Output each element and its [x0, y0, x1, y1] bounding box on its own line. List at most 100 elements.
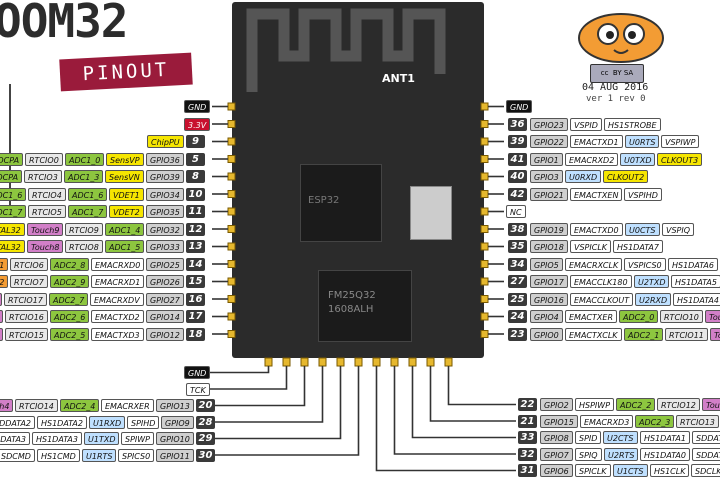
pin-function-label: U2RXD [635, 292, 672, 306]
pin-function-label: SPICS0 [118, 448, 155, 462]
pin-function-label: HS1DATA4 [673, 292, 720, 306]
pin-function-label: HS1DATA5 [671, 275, 720, 288]
pin-lead-line [447, 366, 516, 406]
pin-number: 33 [518, 431, 537, 444]
pin-number: 25 [508, 292, 527, 306]
pin-function-label: RTCIO5 [28, 205, 66, 218]
pin-function-label: VSPICLK [570, 240, 612, 253]
pin-function-label: ADC1_5 [105, 240, 145, 253]
pin-function-label: GPIO35 [146, 205, 184, 218]
pin-function-label: ADC1_7 [0, 205, 27, 218]
pin-function-label: ADC2_1 [624, 327, 664, 341]
pin-function-label: ADC1_3 [64, 170, 104, 183]
release-date: 04 AUG 2016 [582, 82, 649, 93]
pin-function-label: SPIQ [575, 447, 602, 461]
pin-function-label: EMACRXDV [90, 292, 144, 306]
pin-function-label: ADC2_5 [50, 327, 90, 341]
pin-number: 23 [508, 327, 527, 341]
pin-function-label: RTCIO16 [5, 310, 48, 323]
pin-function-label: RTCIO7 [10, 275, 48, 288]
pin-function-label: SPIHD [127, 415, 160, 429]
pin-function-label: ADCPA [0, 170, 23, 183]
pin-function-label: DAC_1 [0, 257, 9, 271]
pin-number: 18 [186, 327, 205, 341]
pin-lead-line [210, 366, 288, 390]
pin-function-label: GPIO32 [146, 222, 184, 236]
pin-function-label: RTCIO4 [28, 187, 66, 201]
pin-number: 38 [508, 222, 527, 236]
pin-number: 14 [186, 257, 205, 271]
pin-number: 32 [518, 447, 537, 461]
mascot-logo-icon [578, 13, 664, 63]
pin-function-label: RTCIO13 [676, 414, 719, 428]
pin-function-label: U0RTS [625, 135, 660, 148]
pin-function-label: SDDATA3 [0, 432, 31, 445]
pin-function-label: U0RXD [565, 170, 602, 183]
pin-number: 20 [196, 399, 215, 412]
pin-function-label: ADC2_2 [616, 398, 656, 411]
pin-function-label: U0TXD [620, 152, 656, 166]
pin-function-label: HS1DATA6 [668, 257, 718, 271]
pin-lead-line [213, 366, 360, 456]
pin-number: 39 [508, 135, 527, 148]
pin-function-label: SensVP [106, 152, 144, 166]
pin-lead-line [210, 366, 270, 374]
pin-function-label: EMACTXD1 [570, 135, 623, 148]
pin-number: 29 [196, 432, 215, 445]
pin-function-label: GPIO3 [530, 170, 563, 183]
pin-function-label: GPIO7 [540, 447, 573, 461]
pin-function-label: RTCIO12 [657, 398, 700, 411]
pin-lead-line [375, 366, 516, 472]
pin-number: 42 [508, 187, 527, 201]
pin-function-label: XTAL32 [0, 222, 25, 236]
pin-lead-line [429, 366, 516, 422]
pin-number: 31 [518, 464, 537, 477]
pin-lead-line [213, 366, 324, 423]
chip-label: ESP32 [308, 195, 340, 206]
pin-function-label: GPIO1 [530, 152, 563, 166]
pin-function-label: Touch4 [0, 399, 14, 412]
license-badge: cc BY SA [590, 64, 644, 83]
antenna-trace-icon [246, 8, 446, 92]
pin-function-label: GPIO33 [146, 240, 184, 253]
pin-lead-line [393, 366, 516, 455]
pin-number: 36 [508, 117, 527, 131]
pin-function-label: VSPIWP [661, 135, 700, 148]
pin-function-label: RTCIO0 [25, 152, 63, 166]
version-text: ver 1 rev 0 [586, 94, 646, 104]
pin-function-label: EMACRXD3 [580, 414, 634, 428]
pin-number: 41 [508, 152, 527, 166]
pin-function-label: GPIO15 [540, 414, 578, 428]
pin-function-label: GPIO11 [156, 448, 194, 462]
pin-function-label: RTCIO9 [65, 222, 103, 236]
pin-function-label: EMACTXD3 [91, 327, 144, 341]
pin-function-label: SPID [575, 431, 602, 444]
pin-function-label: EMACRXD2 [565, 152, 619, 166]
pin-number: 28 [196, 415, 215, 429]
pin-function-label: SDDATA2 [0, 415, 36, 429]
pin-number: 22 [518, 398, 537, 411]
pin-lead-line [411, 366, 516, 439]
pin-number: 24 [508, 310, 527, 323]
pin-function-label: Touch7 [0, 292, 3, 306]
pin-function-label: 3.3V [184, 117, 211, 131]
pin-function-label: RTCIO15 [5, 327, 48, 341]
pin-function-label: U2RTS [604, 447, 639, 461]
pin-function-label: GPIO22 [530, 135, 568, 148]
pin-function-label: VDET1 [109, 187, 144, 201]
pin-function-label: RTCIO14 [15, 399, 58, 412]
pin-function-label: U2CTS [603, 431, 638, 444]
pin-lead-line [213, 366, 342, 440]
pin-function-label: HS1DATA7 [613, 240, 663, 253]
pin-function-label: EMACRXD0 [91, 257, 145, 271]
pin-function-label: GPIO19 [530, 222, 568, 236]
pin-function-label: U1RTS [82, 448, 117, 462]
pin-function-label: Touch2 [702, 398, 720, 411]
pin-function-label: VSPIQ [662, 222, 695, 236]
pin-function-label: Touch1 [710, 327, 720, 341]
pin-function-label: RTCIO3 [24, 170, 62, 183]
pin-function-label: GPIO10 [156, 432, 194, 445]
flash-code: 1608ALH [328, 304, 374, 315]
